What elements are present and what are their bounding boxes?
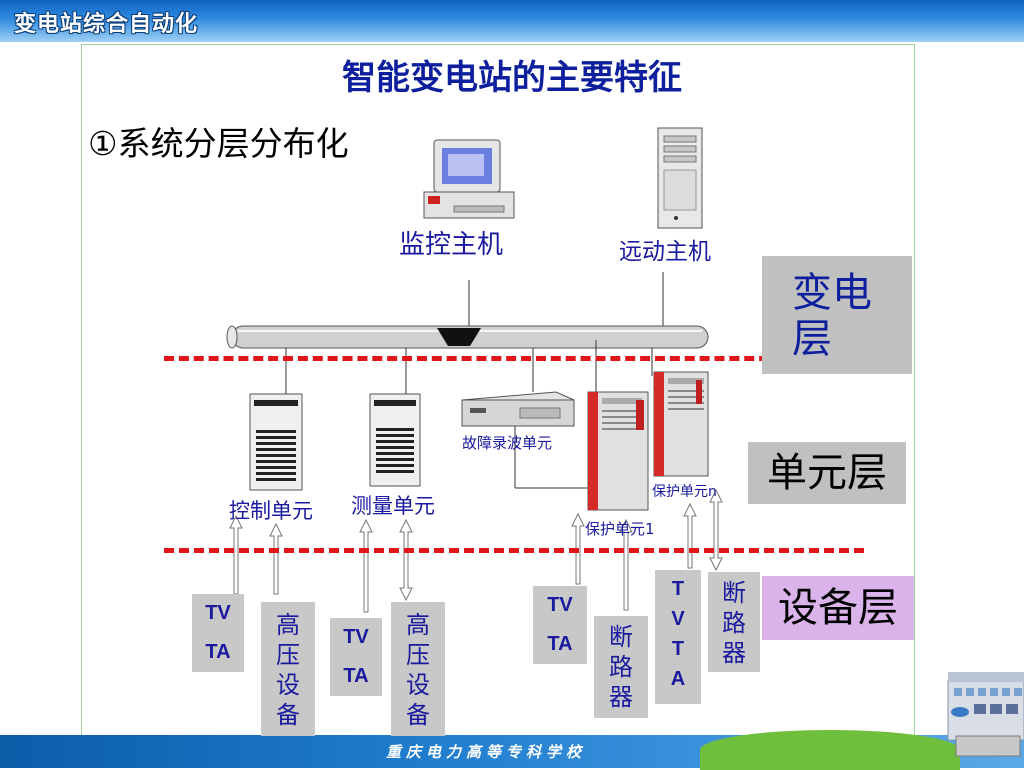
measure-unit-cabinet-icon xyxy=(369,393,421,487)
communication-bus xyxy=(226,325,709,349)
hv-char-3: 设 xyxy=(276,671,300,699)
protection-unit-n-cabinet-icon xyxy=(653,371,709,477)
tv-ta-box-1: TV TA xyxy=(192,594,244,672)
substation-layer-box: 变电 层 xyxy=(762,256,912,374)
hv-equipment-box-2: 高 压 设 备 xyxy=(391,602,445,736)
ta-a-label: A xyxy=(670,668,686,690)
layer-divider-bottom xyxy=(164,548,864,553)
breaker-char-1: 断 xyxy=(722,579,746,607)
tv-v-label: V xyxy=(671,608,685,630)
server-tower-icon xyxy=(657,127,703,229)
tv-t-label: T xyxy=(671,578,685,600)
tv-ta-box-3: TV TA xyxy=(533,586,587,664)
breaker-char-3: 器 xyxy=(609,683,633,711)
substation-layer-line1: 变电 xyxy=(792,270,872,316)
fault-recorder-label: 故障录波单元 xyxy=(462,434,553,452)
hv-char-2: 压 xyxy=(406,641,430,669)
breaker-box-2: 断 路 器 xyxy=(708,572,760,672)
control-unit-label: 控制单元 xyxy=(229,499,313,523)
ta-t-label: T xyxy=(671,638,685,660)
control-unit-cabinet-icon xyxy=(249,393,303,491)
hv-equipment-box-1: 高 压 设 备 xyxy=(261,602,315,736)
fault-recorder-icon xyxy=(461,391,575,427)
protection-unit-n-label: 保护单元n xyxy=(652,484,717,500)
computer-icon xyxy=(423,139,515,219)
protection-unit-1-label: 保护单元1 xyxy=(585,520,655,538)
measure-unit-label: 测量单元 xyxy=(351,494,435,518)
hv-char-1: 高 xyxy=(406,611,430,639)
breaker-char-3: 器 xyxy=(722,639,746,667)
protection-unit-1-cabinet-icon xyxy=(587,391,649,511)
breaker-box-1: 断 路 器 xyxy=(594,616,648,718)
tv-label: TV xyxy=(343,626,369,648)
tv-ta-box-4: T V T A xyxy=(655,570,701,704)
device-layer-box: 设备层 xyxy=(762,576,914,640)
telecontrol-host-label: 远动主机 xyxy=(619,239,711,265)
monitor-host-label: 监控主机 xyxy=(399,230,504,260)
substation-layer-line2: 层 xyxy=(792,316,832,362)
layer-divider-top xyxy=(164,356,784,361)
hv-char-2: 压 xyxy=(276,641,300,669)
breaker-char-2: 路 xyxy=(609,653,633,681)
school-name: 重庆电力高等专科学校 xyxy=(386,743,587,761)
ta-label: TA xyxy=(205,641,231,663)
top-banner xyxy=(0,0,1024,42)
breaker-char-2: 路 xyxy=(722,609,746,637)
hv-char-3: 设 xyxy=(406,671,430,699)
decor-hill xyxy=(700,730,960,770)
tv-ta-box-2: TV TA xyxy=(330,618,382,696)
slide-subtitle: ①系统分层分布化 xyxy=(88,124,349,163)
ta-label: TA xyxy=(547,633,573,655)
hv-char-1: 高 xyxy=(276,611,300,639)
breaker-char-1: 断 xyxy=(609,623,633,651)
building-icon xyxy=(947,672,1024,757)
slide-title: 智能变电站的主要特征 xyxy=(342,58,682,98)
hv-char-4: 备 xyxy=(406,701,430,729)
tv-label: TV xyxy=(547,594,573,616)
course-title: 变电站综合自动化 xyxy=(14,12,199,37)
tv-label: TV xyxy=(205,602,231,624)
hv-char-4: 备 xyxy=(276,701,300,729)
unit-layer-box: 单元层 xyxy=(748,442,906,504)
ta-label: TA xyxy=(343,665,369,687)
